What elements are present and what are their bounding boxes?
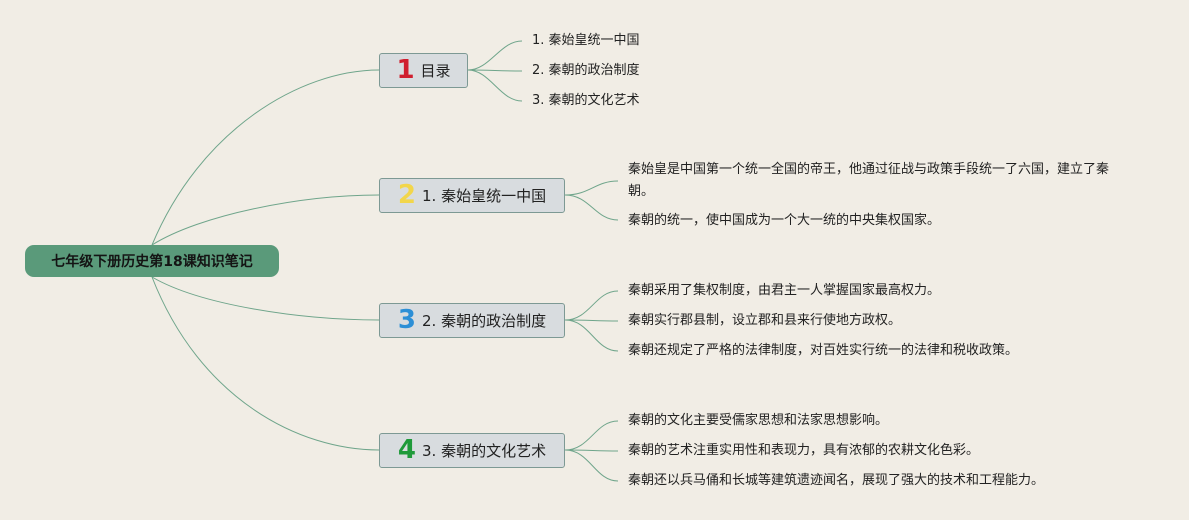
number-3-icon: 3 — [397, 304, 416, 335]
connector-t1-l1 — [467, 40, 523, 71]
connector-t4-l2 — [564, 449, 619, 452]
topic-label: 目录 — [420, 62, 451, 80]
connector-t1-l3 — [467, 69, 523, 102]
connector-t3-l2 — [564, 319, 619, 322]
connector-t2-l1 — [564, 180, 619, 196]
number-2-icon: 2 — [397, 179, 416, 210]
leaf-item[interactable]: 秦朝的文化主要受儒家思想和法家思想影响。 — [628, 413, 889, 428]
leaf-item[interactable]: 秦朝的统一，使中国成为一个大一统的中央集权国家。 — [628, 213, 941, 228]
number-4-icon: 4 — [397, 434, 416, 465]
leaf-item[interactable]: 秦朝的艺术注重实用性和表现力，具有浓郁的农耕文化色彩。 — [628, 443, 980, 458]
leaf-item[interactable]: 秦朝实行郡县制，设立郡和县来行使地方政权。 — [628, 313, 902, 328]
connector-t4-l3 — [564, 449, 619, 482]
leaf-item[interactable]: 秦始皇是中国第一个统一全国的帝王，他通过征战与政策手段统一了六国，建立了秦朝。 — [628, 162, 1110, 199]
topic-node-politics[interactable]: 3 2. 秦朝的政治制度 — [379, 303, 565, 338]
topic-node-unification[interactable]: 2 1. 秦始皇统一中国 — [379, 178, 565, 213]
connector-root-topic-4 — [151, 276, 380, 451]
leaf-item[interactable]: 1. 秦始皇统一中国 — [532, 33, 640, 48]
connector-t3-l3 — [564, 319, 619, 352]
leaf-item[interactable]: 秦朝还以兵马俑和长城等建筑遗迹闻名，展现了强大的技术和工程能力。 — [628, 473, 1045, 488]
connector-t3-l1 — [564, 290, 619, 321]
connector-root-topic-3 — [151, 276, 380, 321]
topic-node-toc[interactable]: 1 目录 — [379, 53, 468, 88]
topic-label: 3. 秦朝的文化艺术 — [422, 442, 547, 460]
root-node[interactable]: 七年级下册历史第18课知识笔记 — [25, 245, 279, 277]
topic-label: 1. 秦始皇统一中国 — [422, 187, 547, 205]
leaf-item[interactable]: 秦朝采用了集权制度，由君主一人掌握国家最高权力。 — [628, 283, 941, 298]
connector-t2-l2 — [564, 194, 619, 221]
connector-root-topic-2 — [151, 194, 380, 246]
leaf-item[interactable]: 秦朝还规定了严格的法律制度，对百姓实行统一的法律和税收政策。 — [628, 343, 1019, 358]
topic-label: 2. 秦朝的政治制度 — [422, 312, 547, 330]
connector-root-topic-1 — [151, 69, 380, 246]
topic-node-culture[interactable]: 4 3. 秦朝的文化艺术 — [379, 433, 565, 468]
connector-t4-l1 — [564, 420, 619, 451]
root-label: 七年级下册历史第18课知识笔记 — [51, 254, 253, 270]
connector-t1-l2 — [467, 69, 523, 72]
leaf-item[interactable]: 3. 秦朝的文化艺术 — [532, 93, 640, 108]
leaf-item[interactable]: 2. 秦朝的政治制度 — [532, 63, 640, 78]
number-1-icon: 1 — [396, 54, 415, 85]
